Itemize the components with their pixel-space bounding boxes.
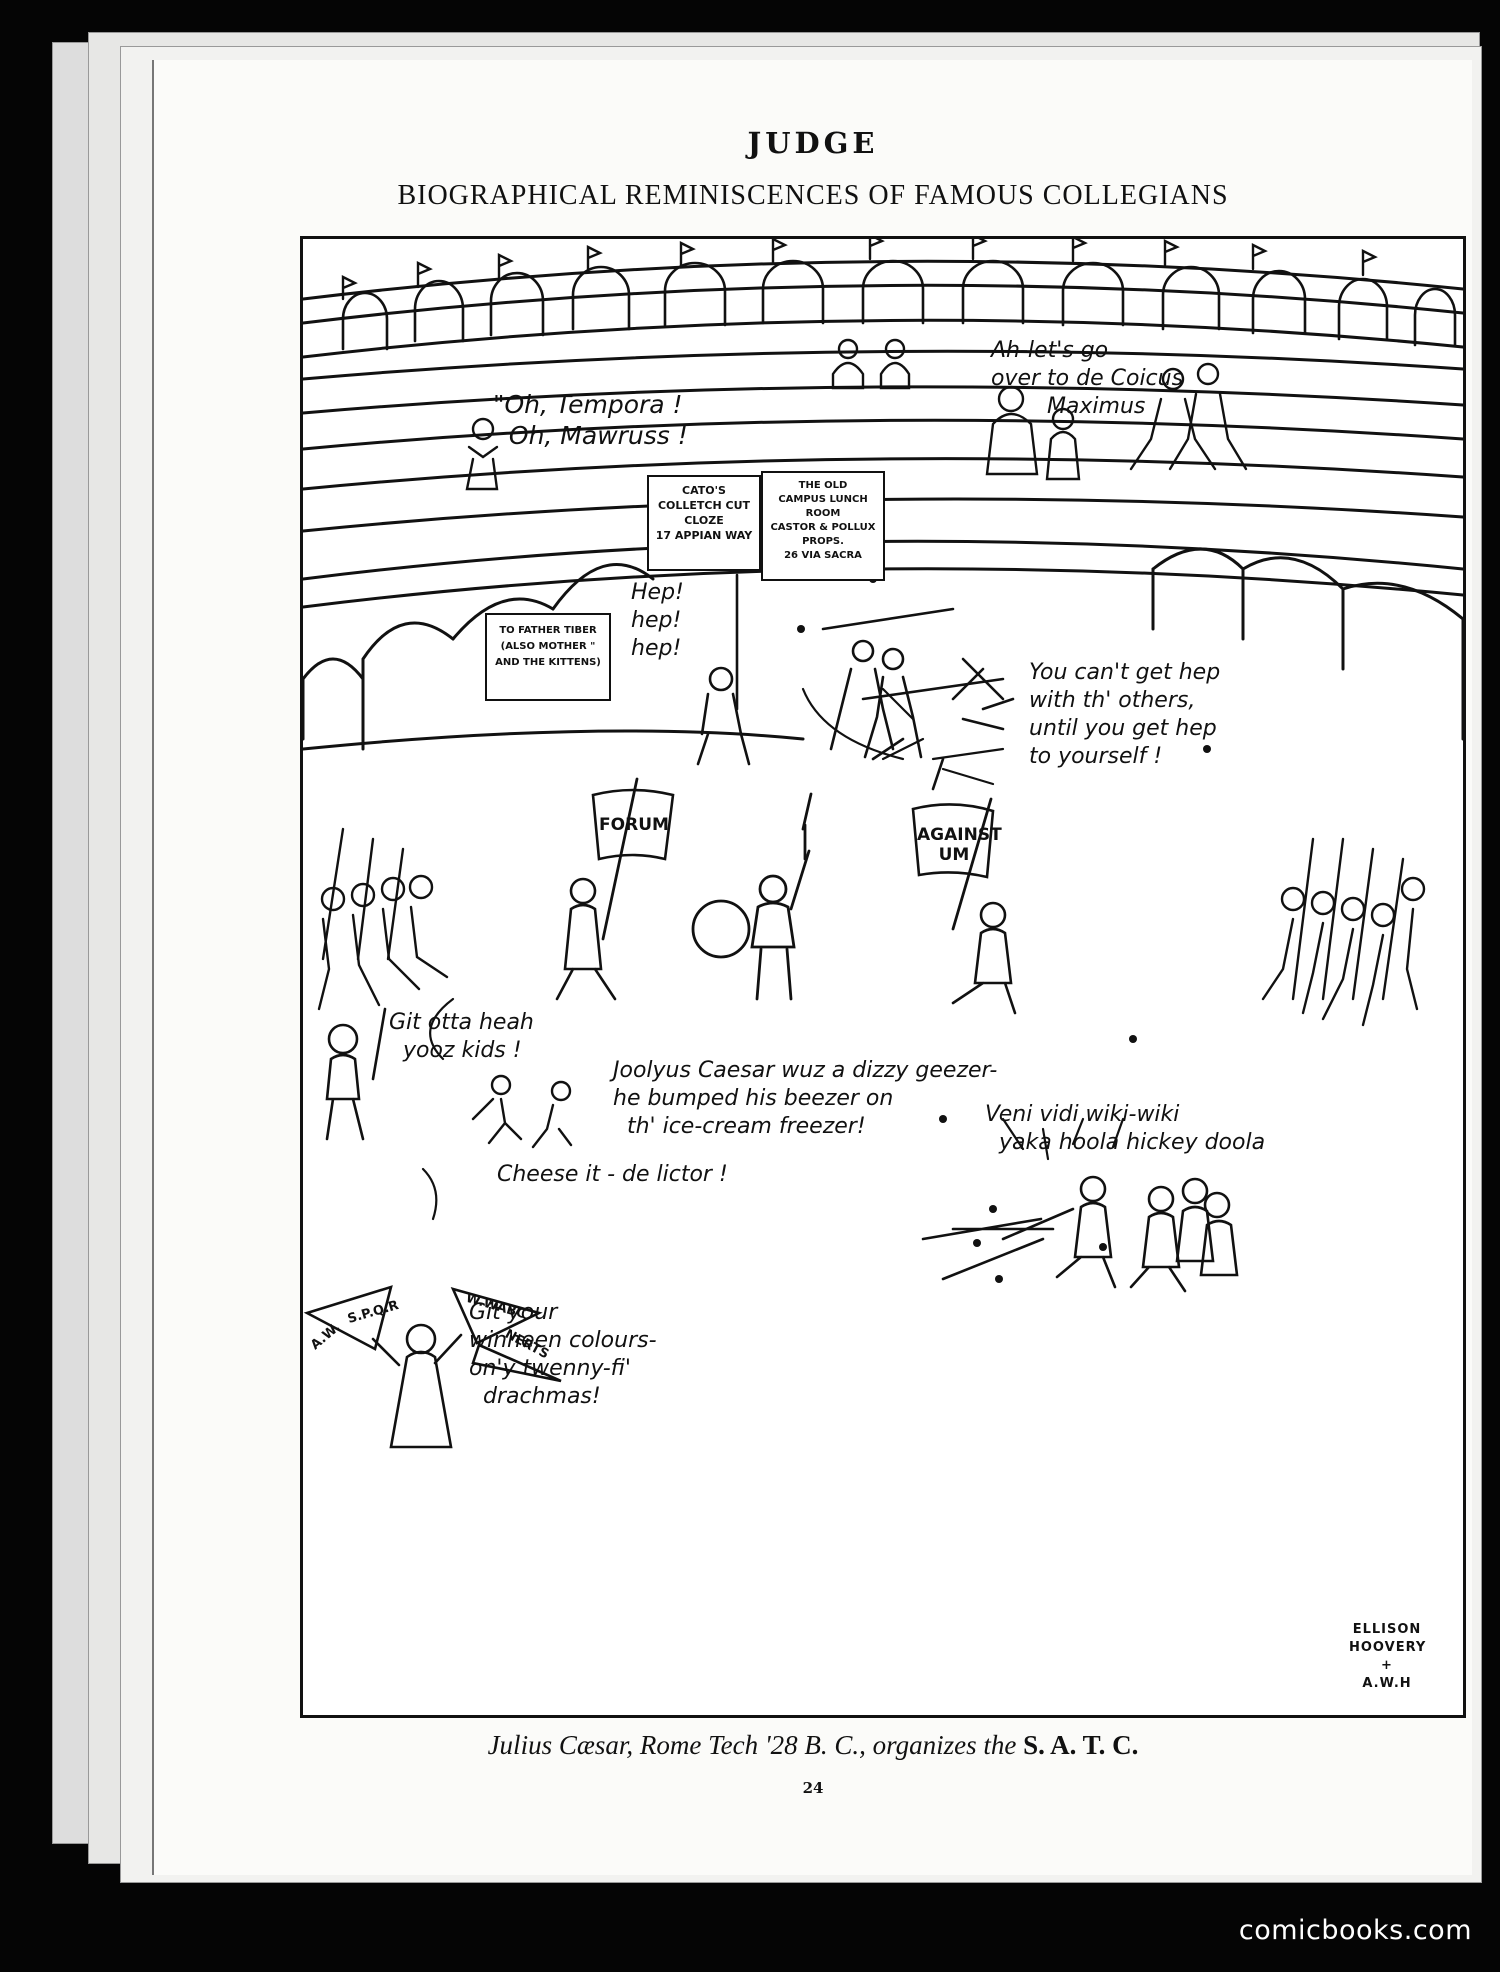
series-title: BIOGRAPHICAL REMINISCENCES OF FAMOUS COL… <box>397 180 1229 211</box>
caption-text: Julius Cæsar, Rome Tech '28 B. C., organ… <box>487 1730 1024 1760</box>
watermark: comicbooks.com <box>1238 1915 1472 1946</box>
page-number: 24 <box>802 1779 824 1797</box>
balloon-hep: Hep! hep! hep! <box>631 580 684 661</box>
cartoon-panel: CATO'S COLLETCH CUT CLOZE 17 APPIAN WAY … <box>300 236 1466 1718</box>
balloon-winneen-colours: Git your winneen colours- on'y twenny-fi… <box>469 1300 657 1409</box>
magazine-page: JUDGE BIOGRAPHICAL REMINISCENCES OF FAMO… <box>152 60 1472 1875</box>
banner-forum: FORUM <box>599 815 669 835</box>
cartoon-caption: Julius Cæsar, Rome Tech '28 B. C., organ… <box>154 1730 1472 1761</box>
caption-satc: S. A. T. C. <box>1023 1730 1139 1760</box>
balloon-tempora: "Oh, Tempora ! Oh, Mawruss ! <box>493 390 688 450</box>
colosseum-drawing <box>303 239 1463 1449</box>
balloon-git-otta: Git otta heah yooz kids ! <box>389 1010 534 1063</box>
balloon-cheese-it: Cheese it - de lictor ! <box>497 1162 728 1187</box>
balloon-hep-yourself: You can't get hep with th' others, until… <box>1029 660 1221 769</box>
sign-tiber: TO FATHER TIBER (ALSO MOTHER " AND THE K… <box>485 613 611 701</box>
sign-catos: CATO'S COLLETCH CUT CLOZE 17 APPIAN WAY <box>647 475 761 571</box>
banner-against-um: AGAINST UM <box>917 825 1002 865</box>
sign-lunch-room: THE OLD CAMPUS LUNCH ROOM CASTOR & POLLU… <box>761 471 885 581</box>
balloon-joolyus: Joolyus Caesar wuz a dizzy geezer- he bu… <box>613 1058 998 1139</box>
balloon-veni-vidi: Veni vidi wiki-wiki yaka hoola hickey do… <box>985 1102 1266 1155</box>
magazine-title: JUDGE <box>747 126 879 160</box>
artist-signature: ELLISON HOOVERY + A.W.H <box>1349 1622 1427 1691</box>
balloon-coicus-maximus: Ah-let's go over to de Coicus Maximus <box>991 338 1184 419</box>
